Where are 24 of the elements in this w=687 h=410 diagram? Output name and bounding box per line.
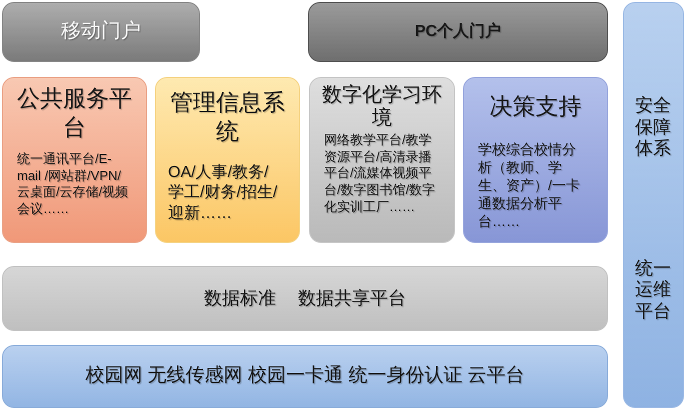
module-title: 数字化学习环境 bbox=[321, 84, 443, 130]
module-card bbox=[2, 77, 147, 243]
module-description: 网络教学平台/教学资源平台/高清录播平台/流媒体视频平台/数字图书馆/数字化实训工厂…… bbox=[323, 132, 436, 216]
module-description: 学校综合校情分析（教师、学生、资产）/一卡通数据分析平台…… bbox=[477, 141, 581, 231]
module-title: 公共服务平台 bbox=[16, 84, 133, 142]
side-column bbox=[623, 2, 684, 408]
portal-label: PC个人门户 bbox=[414, 22, 502, 42]
layer-label: 数据共享平台 bbox=[298, 286, 406, 310]
column-label: 统一运维平台 bbox=[635, 258, 672, 323]
layer-bar bbox=[2, 345, 608, 408]
layer-bar bbox=[2, 266, 608, 331]
module-title: 决策支持 bbox=[488, 92, 582, 121]
portal-box bbox=[2, 2, 200, 62]
portal-label: 移动门户 bbox=[61, 19, 141, 44]
module-title: 管理信息系统 bbox=[169, 88, 286, 146]
module-card bbox=[155, 77, 300, 243]
layer-label: 数据标准 bbox=[204, 286, 276, 310]
column-label: 安全保障体系 bbox=[635, 95, 672, 160]
portal-box bbox=[308, 2, 608, 62]
module-card bbox=[463, 77, 608, 243]
module-description: 统一通讯平台/E-mail /网站群/VPN/云桌面/云存储/视频会议…… bbox=[16, 150, 130, 218]
module-description: OA/人事/教务/学工/财务/招生/迎新…… bbox=[167, 162, 278, 224]
module-card bbox=[309, 77, 455, 243]
layer-label: 校园网 无线传感网 校园一卡通 统一身份认证 云平台 bbox=[85, 364, 525, 388]
